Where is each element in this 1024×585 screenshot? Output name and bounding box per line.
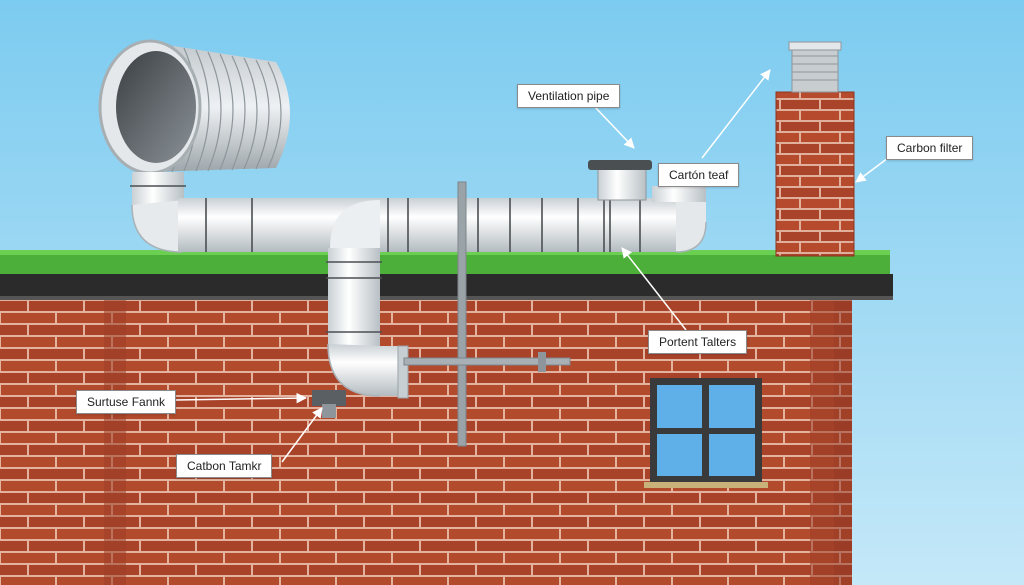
label-portent-talters: Portent Talters [648, 330, 748, 354]
ventilation-pipe-system [130, 160, 707, 399]
leader-portent-talters [621, 247, 687, 331]
label-carbon-filter: Carbon filter [886, 136, 974, 160]
corrugated-duct [98, 39, 290, 175]
surface-fan-unit [312, 390, 346, 418]
wall-pilaster-right [810, 300, 834, 585]
support-pole [457, 181, 467, 447]
leader-carbon-filter [855, 157, 889, 183]
roof-edge [0, 274, 893, 300]
leader-surtuse-fannk [175, 392, 308, 404]
label-surtuse-fannk: Surtuse Fannk [76, 390, 177, 414]
support-bar [403, 357, 571, 366]
leader-chimney-cap [701, 69, 771, 159]
label-ventilation-pipe: Ventilation pipe [517, 84, 621, 108]
carbon-filter-cap [788, 41, 842, 93]
wall-pilaster-left [104, 300, 126, 585]
label-catbon-tamkr: Catbon Tamkr [176, 454, 273, 478]
leader-ventilation-pipe [593, 105, 635, 149]
carton-teaf-fitting [597, 167, 647, 201]
label-carton-teaf: Cartón teaf [658, 163, 740, 187]
window [644, 378, 768, 488]
chimney [775, 91, 855, 257]
leader-catbon-tamkr [281, 407, 323, 463]
